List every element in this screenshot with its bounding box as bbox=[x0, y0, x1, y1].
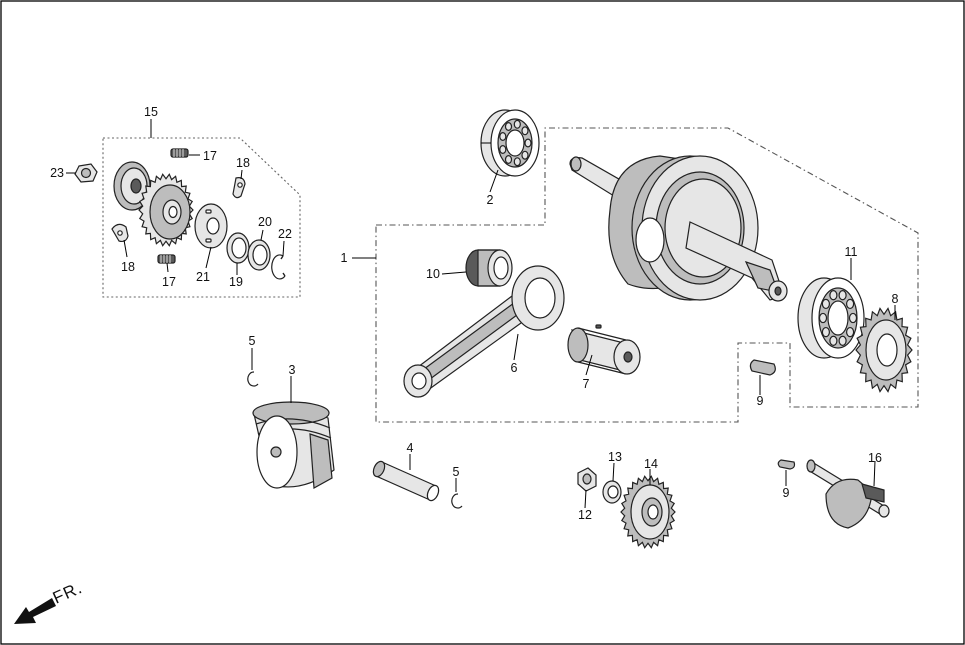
callout-17-lower: 17 bbox=[162, 275, 176, 289]
callout-9-upper: 9 bbox=[757, 394, 764, 408]
connecting-rod-6 bbox=[403, 265, 565, 398]
callout-14: 14 bbox=[644, 457, 658, 471]
nut-12 bbox=[577, 467, 597, 492]
piston-3 bbox=[252, 401, 335, 489]
callout-16: 16 bbox=[868, 451, 882, 465]
bearing-ball bbox=[521, 150, 529, 160]
crankshaft-1 bbox=[569, 155, 788, 302]
bearing-ball bbox=[524, 138, 532, 148]
callout-12: 12 bbox=[578, 508, 592, 522]
bearing-ball bbox=[821, 326, 831, 338]
spring-17-lower bbox=[157, 254, 176, 264]
washer-20 bbox=[247, 239, 271, 271]
bearing-2 bbox=[480, 109, 540, 177]
piston-pin-4 bbox=[372, 460, 440, 502]
washer-13 bbox=[602, 480, 622, 504]
bearing-ball bbox=[848, 312, 858, 324]
gear-14 bbox=[620, 475, 676, 549]
bearing-ball bbox=[821, 298, 831, 310]
callout-11: 11 bbox=[845, 245, 858, 259]
callout-18-lower: 18 bbox=[121, 260, 135, 274]
bearing-ball bbox=[504, 155, 513, 165]
bearing-ball bbox=[499, 145, 507, 155]
bearing-ball bbox=[838, 290, 847, 301]
crank-pin-7 bbox=[567, 324, 641, 375]
callout-17-upper: 17 bbox=[203, 149, 217, 163]
timing-gear-8 bbox=[855, 307, 913, 393]
callout-2: 2 bbox=[487, 193, 494, 207]
bearing-ball bbox=[829, 335, 838, 346]
callout-5-lower: 5 bbox=[453, 465, 460, 479]
bearing-ball bbox=[513, 157, 521, 167]
bearing-ball bbox=[818, 312, 828, 324]
callout-22: 22 bbox=[278, 227, 292, 241]
bearing-ball bbox=[504, 121, 513, 131]
woodruff-key-9-upper bbox=[749, 359, 776, 376]
needle-bearing-10 bbox=[465, 249, 513, 287]
balancer-shaft-16 bbox=[806, 459, 890, 529]
callout-5-upper: 5 bbox=[249, 334, 256, 348]
woodruff-key-9-lower bbox=[777, 459, 796, 470]
callout-9-lower: 9 bbox=[783, 486, 790, 500]
callout-4: 4 bbox=[407, 441, 414, 455]
plate-21 bbox=[194, 203, 228, 249]
callout-8: 8 bbox=[892, 292, 899, 306]
circlip-22 bbox=[271, 254, 286, 280]
callout-labels: 15 23 17 18 18 17 21 19 20 22 2 1 10 6 7… bbox=[50, 105, 898, 522]
pin-18-lower bbox=[111, 223, 129, 243]
callout-10: 10 bbox=[426, 267, 440, 281]
callout-15: 15 bbox=[144, 105, 158, 119]
flange-nut-23 bbox=[74, 163, 98, 183]
circlip-5-lower bbox=[451, 493, 463, 509]
bearing-11 bbox=[797, 277, 865, 359]
bearing-ball bbox=[838, 335, 847, 346]
front-direction-arrow-icon bbox=[14, 598, 56, 624]
bearing-ball bbox=[499, 132, 507, 142]
callout-19: 19 bbox=[229, 275, 243, 289]
leader-lines bbox=[66, 119, 896, 509]
circlip-5-upper bbox=[247, 371, 259, 387]
balancer-group-boundary bbox=[102, 137, 301, 298]
bearing-ball bbox=[521, 126, 529, 136]
callout-6: 6 bbox=[511, 361, 518, 375]
callout-13: 13 bbox=[608, 450, 622, 464]
bearing-ball bbox=[829, 290, 838, 301]
front-direction-label: FR. bbox=[50, 578, 85, 608]
spring-17-upper bbox=[170, 148, 189, 158]
callout-3: 3 bbox=[289, 363, 296, 377]
pin-18-upper bbox=[232, 177, 246, 199]
bearing-ball bbox=[513, 119, 521, 129]
washer-19 bbox=[226, 232, 250, 264]
bearing-ball bbox=[845, 326, 855, 338]
callout-20: 20 bbox=[258, 215, 272, 229]
bearing-ball bbox=[845, 298, 855, 310]
balancer-gear-assembly-15 bbox=[113, 161, 194, 247]
callout-7: 7 bbox=[583, 377, 590, 391]
callout-21: 21 bbox=[196, 270, 210, 284]
callout-1: 1 bbox=[341, 251, 348, 265]
callout-23: 23 bbox=[50, 166, 64, 180]
callout-18-upper: 18 bbox=[236, 156, 250, 170]
